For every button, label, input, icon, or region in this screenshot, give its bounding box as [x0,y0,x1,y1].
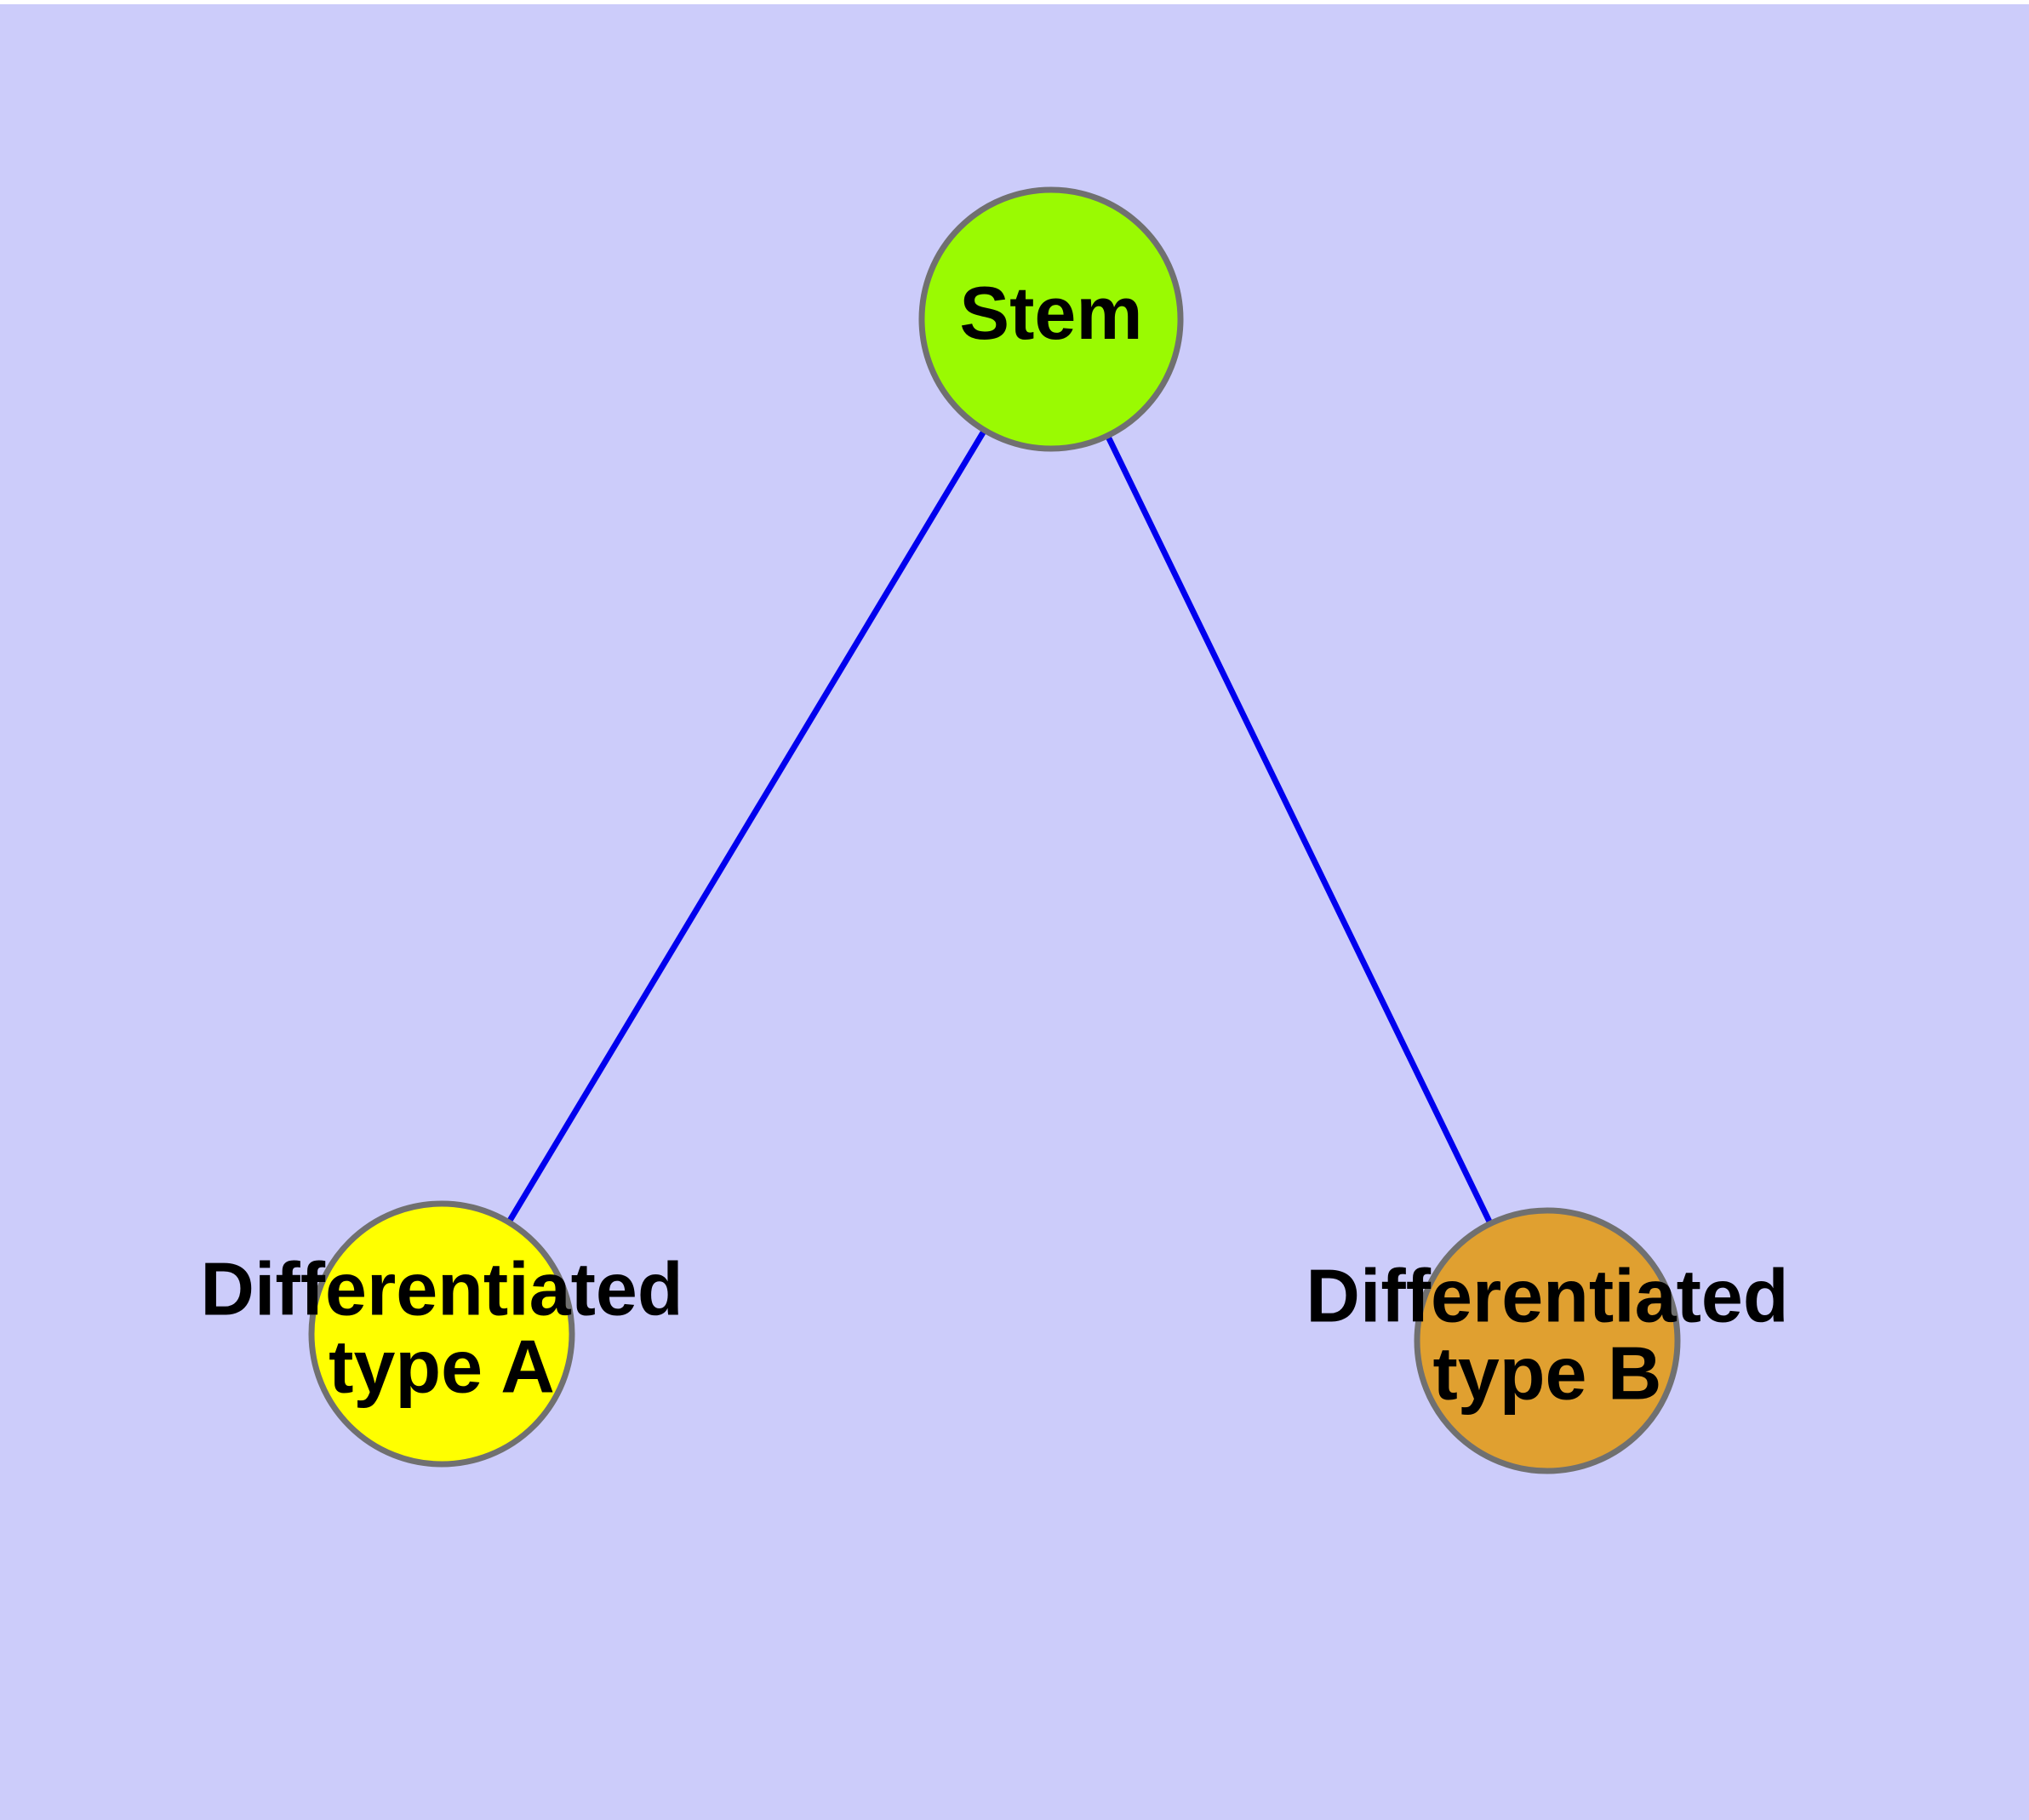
node-layer [308,186,1681,1474]
node-diff-b-circle[interactable] [1414,1207,1681,1474]
node-stem-circle[interactable] [918,186,1184,452]
node-diff-a-circle[interactable] [308,1200,575,1468]
edge-layer [438,318,1551,1342]
edge-stem-to-diff-a[interactable] [438,318,1055,1336]
edge-stem-to-diff-b[interactable] [1048,318,1551,1342]
node-stem-label: Stem [959,271,1142,355]
